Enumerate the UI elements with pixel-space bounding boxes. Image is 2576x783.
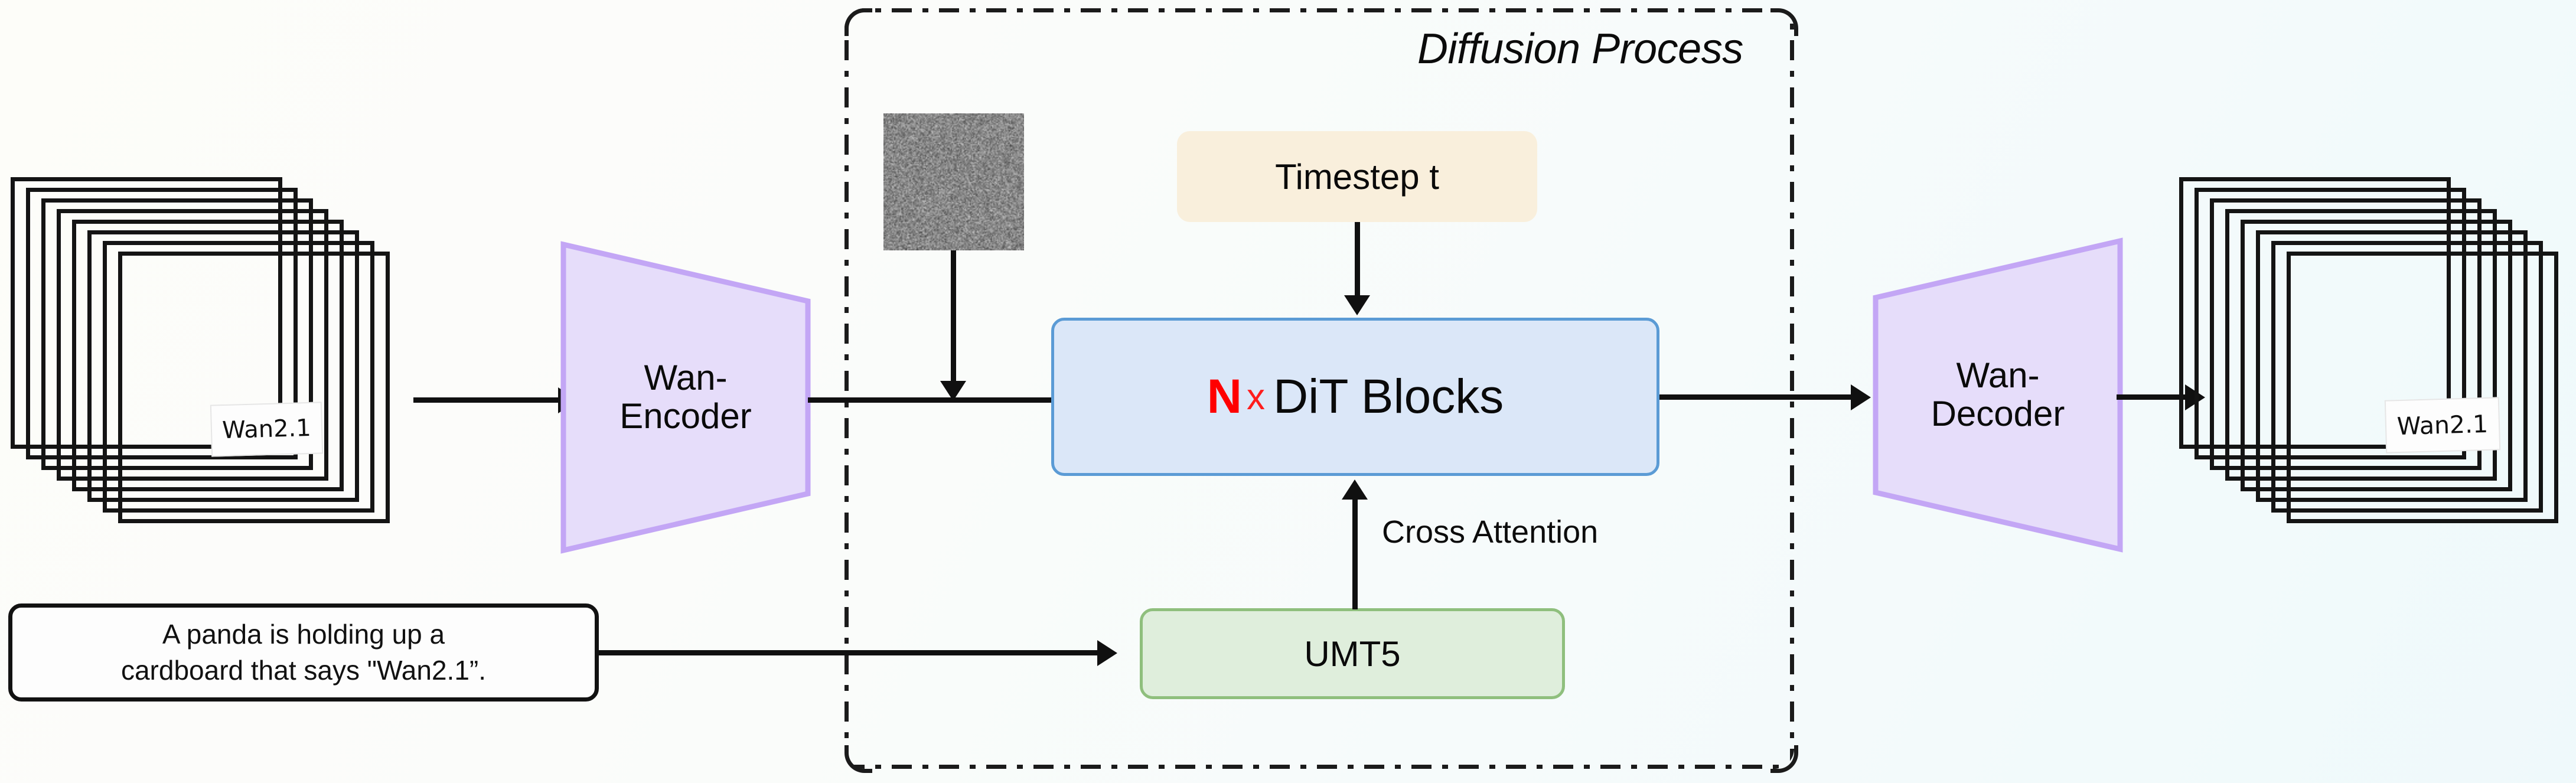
dit-blocks-label: DiT Blocks: [1273, 369, 1504, 425]
video-frame-front: Wan2.1: [2287, 252, 2558, 523]
umt5-text-encoder-node[interactable]: UMT5: [1140, 608, 1565, 699]
arrowhead-down-icon: [1344, 295, 1370, 315]
panda-sign-label: Wan2.1: [2385, 397, 2500, 453]
dit-repeat-count: N: [1207, 369, 1242, 425]
gaussian-noise-latent: [883, 113, 1024, 250]
boundary-corner-top-left: [844, 8, 872, 36]
output-video-frame-stack: Wan2.1: [2179, 177, 2569, 561]
video-frame-front: Wan2.1: [118, 252, 390, 523]
diffusion-process-label: Diffusion Process: [1417, 25, 1743, 73]
timestep-node[interactable]: Timestep t: [1177, 131, 1537, 222]
arrowhead-right-icon: [1851, 384, 1871, 410]
boundary-corner-bottom-left: [844, 745, 872, 773]
arrowhead-right-icon: [1097, 640, 1117, 666]
dit-blocks-node[interactable]: N x DiT Blocks: [1051, 318, 1659, 476]
edge-timestep-to-dit: [1355, 222, 1360, 298]
edge-umt5-to-dit: [1352, 500, 1358, 609]
edge-decoder-to-frames: [2117, 394, 2187, 400]
arrowhead-down-icon: [940, 381, 966, 401]
boundary-corner-bottom-right: [1770, 745, 1798, 773]
dit-times-symbol: x: [1247, 376, 1265, 418]
wan-decoder-node[interactable]: Wan- Decoder: [1870, 235, 2126, 555]
umt5-label: UMT5: [1304, 634, 1400, 674]
edge-frames-to-encoder: [413, 397, 561, 403]
timestep-label: Timestep t: [1275, 156, 1439, 197]
edge-dit-to-decoder: [1659, 394, 1854, 400]
edge-encoder-to-dit: [808, 397, 1030, 403]
input-video-frame-stack: Wan2.1: [11, 177, 400, 561]
prompt-text: A panda is holding up a cardboard that s…: [121, 616, 486, 688]
cross-attention-label: Cross Attention: [1382, 514, 1598, 550]
arrowhead-up-icon: [1342, 479, 1368, 500]
wan-encoder-node[interactable]: Wan- Encoder: [557, 240, 814, 555]
prompt-line-2: cardboard that says "Wan2.1”.: [121, 652, 486, 689]
edge-noise-to-latent: [951, 250, 956, 384]
text-prompt-box[interactable]: A panda is holding up a cardboard that s…: [8, 603, 599, 702]
panda-sign-label: Wan2.1: [210, 402, 323, 456]
edge-prompt-to-umt5: [599, 650, 1101, 655]
prompt-line-1: A panda is holding up a: [121, 616, 486, 652]
boundary-corner-top-right: [1770, 8, 1798, 36]
